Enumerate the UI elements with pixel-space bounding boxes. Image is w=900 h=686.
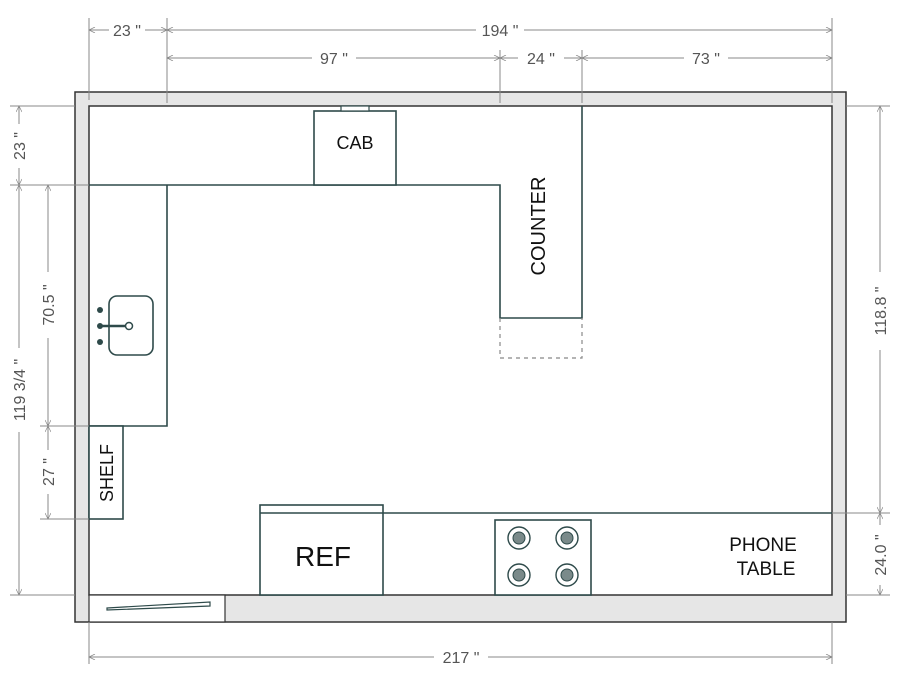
drain-icon [124,321,134,331]
sink [97,295,154,356]
dim-top-gap: 24 " [527,51,555,68]
refrigerator-box [259,504,384,596]
left-dimensions: 23 " 119 3/4 " 70.5 " 27 " [10,106,89,595]
shelf-box [88,425,124,520]
dim-top-total: 194 " [482,23,519,40]
faucet-handle-icon [97,339,103,345]
dim-left-total: 119 3/4 " [12,359,29,421]
refrigerator-label: REF [295,541,351,572]
counter-extension-dashed [499,318,583,359]
dim-left-shelf: 27 " [41,458,58,486]
cabinet-label: CAB [336,133,373,153]
phone-table: PHONE TABLE [729,535,797,580]
dim-left-top: 23 " [12,132,29,160]
dim-left-inner: 70.5 " [41,284,58,325]
dim-top-right: 73 " [692,51,720,68]
faucet-handle-icon [97,307,103,313]
faucet-base-icon [97,323,103,329]
right-dimensions: 118.8 " 24.0 " [832,106,890,595]
dim-top-mid: 97 " [320,51,348,68]
cabinet: CAB [313,105,397,186]
burner-icon [555,563,579,587]
stove-box [494,519,592,596]
burner-icon [507,563,531,587]
phone-table-label-line2: TABLE [737,559,796,580]
shelf: SHELF [88,425,124,520]
top-dimensions: 23 " 194 " 97 " 24 " 73 " [89,18,832,103]
stove [494,519,592,596]
shelf-label: SHELF [97,444,117,502]
dim-top-left: 23 " [113,23,141,40]
door-leaf [106,601,211,611]
dim-right-total: 118.8 " [873,287,890,336]
dim-bottom-total: 217 " [443,650,480,667]
refrigerator: REF [259,504,384,596]
phone-table-label-line1: PHONE [729,535,797,556]
door-opening [88,594,226,623]
burner-icon [555,526,579,550]
counter-label: COUNTER [528,177,550,276]
cabinet-vent [340,105,370,112]
burner-icon [507,526,531,550]
bottom-dimensions: 217 " [89,622,832,667]
dim-right-bottom: 24.0 " [873,534,890,575]
